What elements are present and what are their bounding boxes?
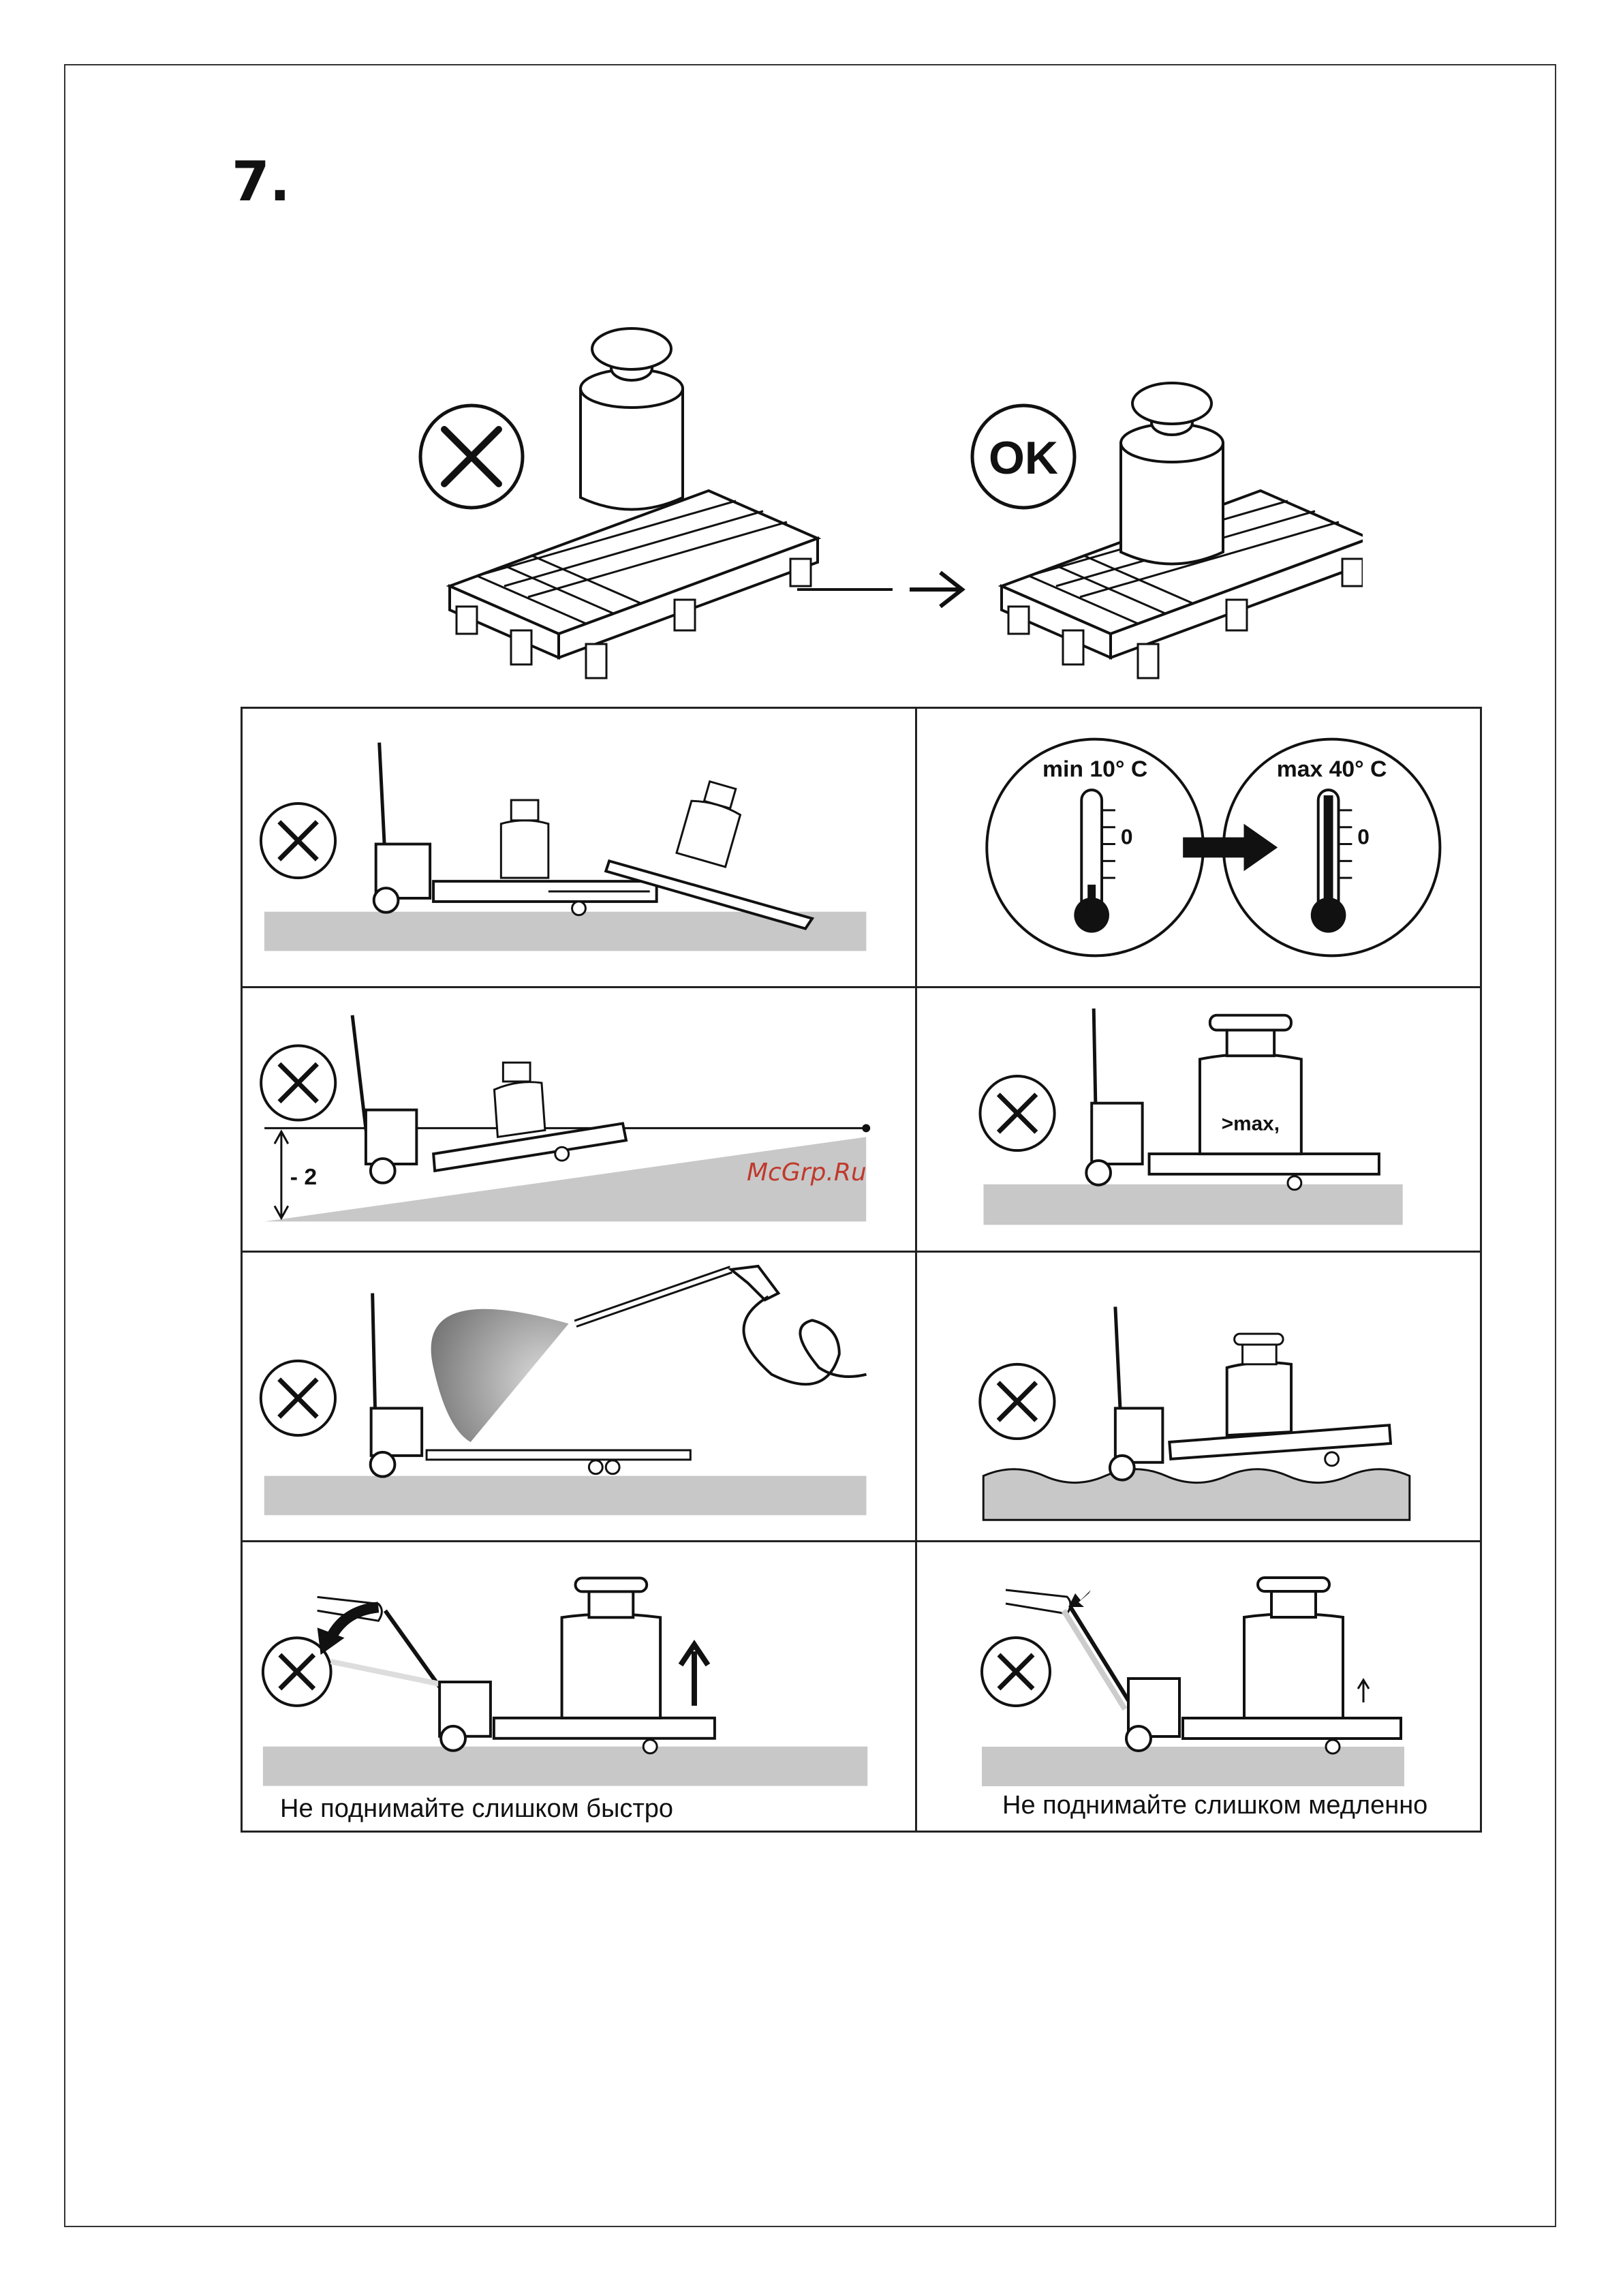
cell-temperature: min 10° C max 40° C 0 [917,709,1480,988]
weight-centered [1121,383,1223,564]
ok-label: OK [989,432,1058,484]
zero-label-max: 0 [1357,825,1370,849]
min-temperature-label: min 10° C [1042,756,1147,782]
cell-uneven-floor [917,1253,1480,1542]
watermark: McGrp.Ru [747,1159,867,1187]
cell-overload: >max, [917,988,1480,1253]
hand-icon [1006,1590,1070,1614]
section-number: 7. [232,150,290,213]
water-spray [431,1309,569,1442]
arrow-down-icon [331,1607,379,1638]
cell-slope: - 2 McGrp.Ru [243,988,917,1253]
cell-ramp [243,709,917,988]
small-arrow-icon [1068,1590,1091,1607]
instructions-grid: min 10° C max 40° C 0 [241,707,1482,1833]
lift-fast-caption: Не поднимайте слишком быстро [280,1794,673,1824]
slope-angle-label: - 2 [290,1164,317,1190]
overload-max-label: >max, [1222,1112,1280,1135]
cell-lift-fast: Не поднимайте слишком быстро [243,1542,917,1831]
zero-label-min: 0 [1121,825,1133,849]
cell-lift-slow: Не поднимайте слишком медленно [917,1542,1480,1831]
max-temperature-label: max 40° C [1277,756,1387,782]
top-pallet-illustration: OK [409,327,1363,682]
cell-water-spray [243,1253,917,1542]
lift-slow-caption: Не поднимайте слишком медленно [1002,1791,1427,1820]
weight-on-edge [581,328,683,510]
